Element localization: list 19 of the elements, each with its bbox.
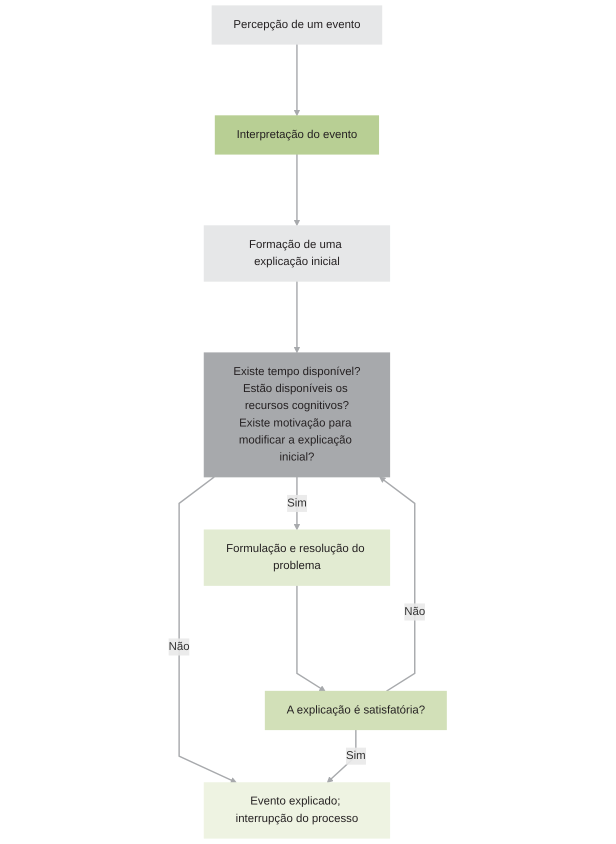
arrow — [380, 476, 416, 692]
arrow — [294, 476, 301, 530]
edge-label: Sim — [346, 750, 366, 762]
edge-label: Não — [404, 606, 426, 618]
edge-label: Não — [169, 640, 190, 653]
edge-label: Sim — [288, 496, 308, 510]
arrow — [294, 154, 301, 226]
arrow — [294, 281, 301, 354]
arrow — [296, 586, 326, 692]
node-box: A explicação é satisfatória? — [265, 690, 448, 730]
arrow — [178, 476, 238, 784]
node-box: Formulação e resolução do problema — [204, 529, 391, 586]
node-box: Evento explicado; interrupção do processo — [204, 782, 391, 839]
arrow — [294, 44, 301, 116]
node-box: Percepção de um evento — [212, 5, 383, 45]
node-box: Interpretação do evento — [215, 115, 380, 155]
arrow — [327, 730, 357, 783]
node-box: Formação de uma explicação inicial — [204, 225, 391, 282]
node-box: Existe tempo disponível? Estão disponíveis os recursos cognitivos? Existe motivação para modificar a explicação inicial? — [204, 352, 391, 478]
